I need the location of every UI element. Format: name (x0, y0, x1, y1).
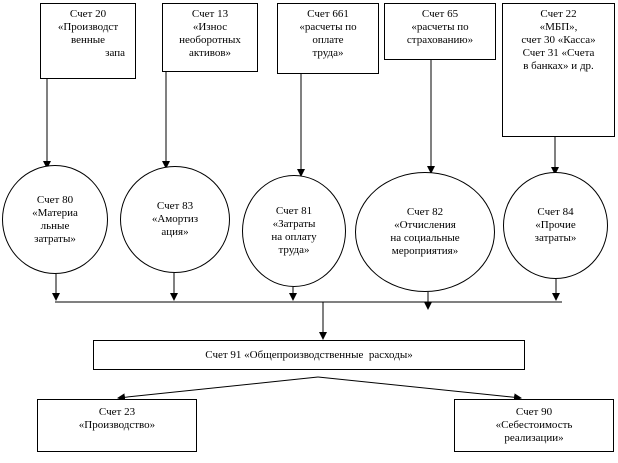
target-box-account-23: Счет 23 «Производство» (37, 399, 197, 452)
cost-description-line: затраты» (34, 232, 76, 245)
source-description-line: «расчеты по (411, 21, 469, 33)
cost-description-line: «Прочие (535, 219, 576, 231)
source-box-account-22: Счет 22 «МБП», счет 30 «Касса» Счет 31 «… (502, 3, 615, 137)
source-description-line: «Производст (57, 21, 119, 33)
source-description-line: запа (105, 47, 125, 59)
cost-description-line: на оплату (271, 231, 317, 243)
source-description-line: венные (70, 34, 106, 46)
source-box-account-20: Счет 20 «Производст венные запа (40, 3, 136, 79)
source-description-line: «расчеты по (299, 21, 357, 33)
cost-description-line: труда» (278, 244, 310, 256)
source-description-line: «МБП», (539, 21, 578, 33)
cost-ellipse-account-83: Счет 83 «Амортиз ация» (120, 166, 230, 273)
cost-description-line: ация» (161, 226, 189, 238)
cost-account-label: Счет 81 (275, 205, 313, 217)
cost-description-line: «Отчисления (394, 219, 456, 231)
cost-description-line: льные (40, 219, 70, 232)
cost-ellipse-account-82: Счет 82 «Отчисления на социальные меропр… (355, 172, 495, 292)
source-box-account-65: Счет 65 «расчеты по страхованию» (384, 3, 496, 60)
source-description-line: активов» (188, 47, 232, 59)
source-account-label: Счет 22 (540, 8, 577, 20)
source-description-line: «Износ (192, 21, 228, 33)
target-description-line: реализации» (504, 432, 564, 444)
target-description-line: «Себестоимость (495, 419, 573, 431)
source-description-line: в банках» и др. (523, 60, 594, 72)
cost-description-line: затраты» (534, 232, 577, 244)
cost-description-line: на социальные (390, 232, 460, 244)
source-description-line: необоротных (179, 34, 241, 46)
cost-ellipse-account-84: Счет 84 «Прочие затраты» (503, 172, 608, 279)
target-account-label: Счет 90 (515, 406, 553, 418)
source-account-label: Счет 13 (191, 8, 229, 20)
source-account-label: Счет 65 (421, 8, 459, 20)
source-description-line: счет 30 «Касса» (521, 34, 596, 46)
cost-account-label: Счет 80 (36, 193, 74, 206)
cost-description-line: «Амортиз (151, 213, 199, 225)
cost-description-line: «Материа (32, 206, 78, 219)
source-account-label: Счет 20 (69, 8, 107, 20)
cost-account-label: Счет 84 (537, 206, 574, 218)
cost-account-label: Счет 83 (156, 200, 194, 212)
cost-ellipse-account-81: Счет 81 «Затраты на оплату труда» (242, 175, 346, 287)
aggregate-box-account-91: Счет 91 «Общепроизводственные расходы» (93, 340, 525, 370)
source-box-account-661: Счет 661 «расчеты по оплате труда» (277, 3, 379, 74)
source-account-label: Счет 661 (307, 8, 349, 20)
arrow-91-to-23 (117, 376, 319, 402)
target-account-label: Счет 23 (98, 406, 136, 418)
arrow-91-to-90 (317, 376, 522, 402)
cost-description-line: мероприятия» (391, 245, 459, 257)
cost-description-line: «Затраты (272, 218, 316, 230)
cost-ellipse-account-80: Счет 80 «Материа льные затраты» (2, 165, 108, 274)
cost-account-label: Счет 82 (406, 206, 444, 218)
source-description-line: страхованию» (406, 34, 474, 46)
source-description-line: оплате (312, 34, 344, 46)
aggregate-label: Счет 91 «Общепроизводственные расходы» (205, 349, 413, 361)
target-description-line: «Производство» (78, 419, 156, 431)
target-box-account-90: Счет 90 «Себестоимость реализации» (454, 399, 614, 452)
source-box-account-13: Счет 13 «Износ необоротных активов» (162, 3, 258, 72)
source-description-line: Счет 31 «Счета (522, 47, 595, 59)
source-description-line: труда» (312, 47, 344, 59)
